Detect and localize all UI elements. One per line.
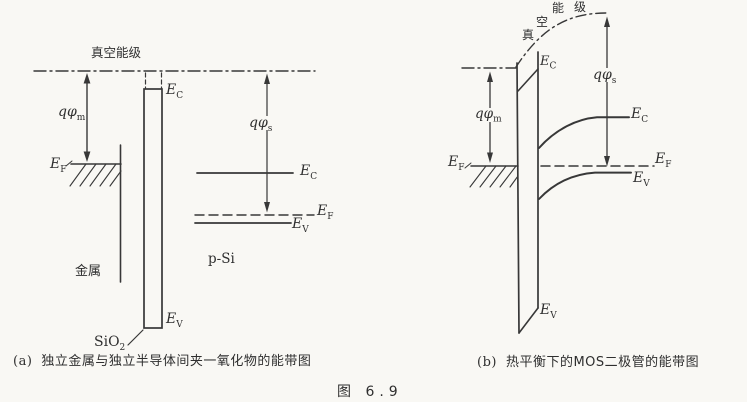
qphi-symbol: qφ — [58, 104, 77, 120]
fermi-label-b-right: EF — [655, 151, 671, 169]
metal-hatch-a — [69, 163, 122, 187]
energy-symbol: E — [655, 151, 666, 167]
sub-c: C — [176, 90, 184, 101]
metal-surface-tick-b — [464, 162, 472, 169]
semiconductor-workfunction-label-a: qφs — [248, 115, 274, 133]
caption-a: (a) 独立金属与独立半导体间夹一氧化物的能带图 — [13, 355, 311, 368]
sub-f: F — [327, 211, 334, 222]
conduction-label-a-oxide: EC — [166, 82, 183, 100]
valence-label-a-semi: EV — [292, 216, 309, 234]
energy-symbol: E — [631, 106, 642, 122]
fermi-label-b-metal: EF — [448, 154, 464, 172]
sub-f: F — [458, 162, 465, 173]
metal-workfunction-label-b: qφm — [474, 106, 503, 125]
arrowhead-up-icon — [604, 16, 610, 27]
caption-a-text: 独立金属与独立半导体间夹一氧化物的能带图 — [41, 354, 312, 369]
vacuum-curve-char-1: 真 — [522, 28, 535, 42]
fermi-label-a-semi: EF — [317, 203, 333, 221]
conduction-label-a-semi: EC — [300, 163, 317, 181]
arrowhead-down-icon — [604, 156, 610, 167]
energy-symbol: E — [300, 163, 311, 179]
vacuum-curve-char-2: 空 — [536, 15, 549, 29]
sub-f: F — [60, 164, 67, 175]
caption-b: (b) 热平衡下的MOS二极管的能带图 — [477, 356, 699, 369]
conduction-band-curve-b — [538, 116, 630, 149]
oxide-valence-slant-b — [518, 307, 539, 334]
qphi-symbol: qφ — [475, 106, 494, 122]
arrowhead-down-icon — [487, 152, 493, 163]
sio2-label: SiO2 — [94, 334, 125, 352]
energy-symbol: E — [540, 302, 551, 318]
sub-s: s — [267, 123, 273, 134]
arrowhead-down-icon — [264, 202, 270, 213]
sub-v: V — [302, 224, 309, 235]
caption-a-index: (a) — [13, 354, 33, 369]
energy-symbol: E — [317, 203, 328, 219]
arrowhead-down-icon — [83, 151, 91, 162]
valence-label-b-semi: EV — [633, 170, 650, 188]
energy-symbol: E — [50, 156, 61, 172]
energy-symbol: E — [292, 216, 303, 232]
sio2-pointer-line — [127, 329, 144, 346]
sub-v: V — [643, 178, 650, 189]
vacuum-curve-char-4: 级 — [574, 0, 587, 14]
qphi-symbol: qφ — [249, 115, 268, 131]
valence-label-b-oxide: EV — [540, 302, 557, 320]
sio2-sub: 2 — [119, 342, 126, 353]
conduction-label-b-oxide: EC — [540, 54, 556, 71]
sub-v: V — [176, 319, 183, 330]
energy-symbol: E — [540, 54, 550, 69]
sub-c: C — [641, 114, 649, 125]
sub-f: F — [665, 159, 672, 170]
sub-m: m — [493, 114, 502, 125]
conduction-label-b-semi: EC — [631, 106, 648, 124]
sub-c: C — [549, 61, 557, 72]
fermi-label-a-metal: EF — [50, 156, 66, 174]
vacuum-curve-char-3: 能 — [552, 1, 565, 15]
sub-c: C — [310, 171, 318, 182]
oxide-band-rect-a — [143, 88, 163, 329]
metal-hatch-b — [469, 165, 519, 188]
oxide-left-edge-b — [516, 62, 520, 334]
energy-symbol: E — [448, 154, 459, 170]
energy-symbol: E — [633, 170, 644, 186]
sio2-base: SiO — [94, 334, 120, 350]
arrowhead-up-icon — [264, 73, 270, 84]
arrowhead-up-icon — [83, 73, 91, 84]
energy-symbol: E — [166, 311, 177, 327]
semiconductor-label-a: p-Si — [208, 251, 235, 267]
oxide-conduction-slant-b — [517, 68, 539, 92]
caption-b-text: 热平衡下的MOS二极管的能带图 — [505, 355, 700, 370]
valence-band-curve-b — [538, 171, 632, 200]
sub-s: s — [611, 75, 617, 86]
semiconductor-workfunction-label-b: qφs — [592, 67, 618, 85]
energy-symbol: E — [166, 82, 177, 98]
qphi-symbol: qφ — [593, 67, 612, 83]
arrowhead-up-icon — [487, 71, 493, 82]
vacuum-level-label-a: 真空能级 — [91, 45, 142, 60]
sub-v: V — [550, 310, 557, 321]
metal-label-a: 金属 — [75, 264, 102, 279]
metal-surface-tick-a — [65, 160, 73, 167]
sub-m: m — [76, 112, 86, 123]
metal-workfunction-label-a: qφm — [58, 104, 85, 122]
caption-b-index: (b) — [477, 355, 497, 370]
valence-label-a-oxide: EV — [166, 311, 183, 329]
figure-number: 图 6.9 — [337, 384, 403, 400]
